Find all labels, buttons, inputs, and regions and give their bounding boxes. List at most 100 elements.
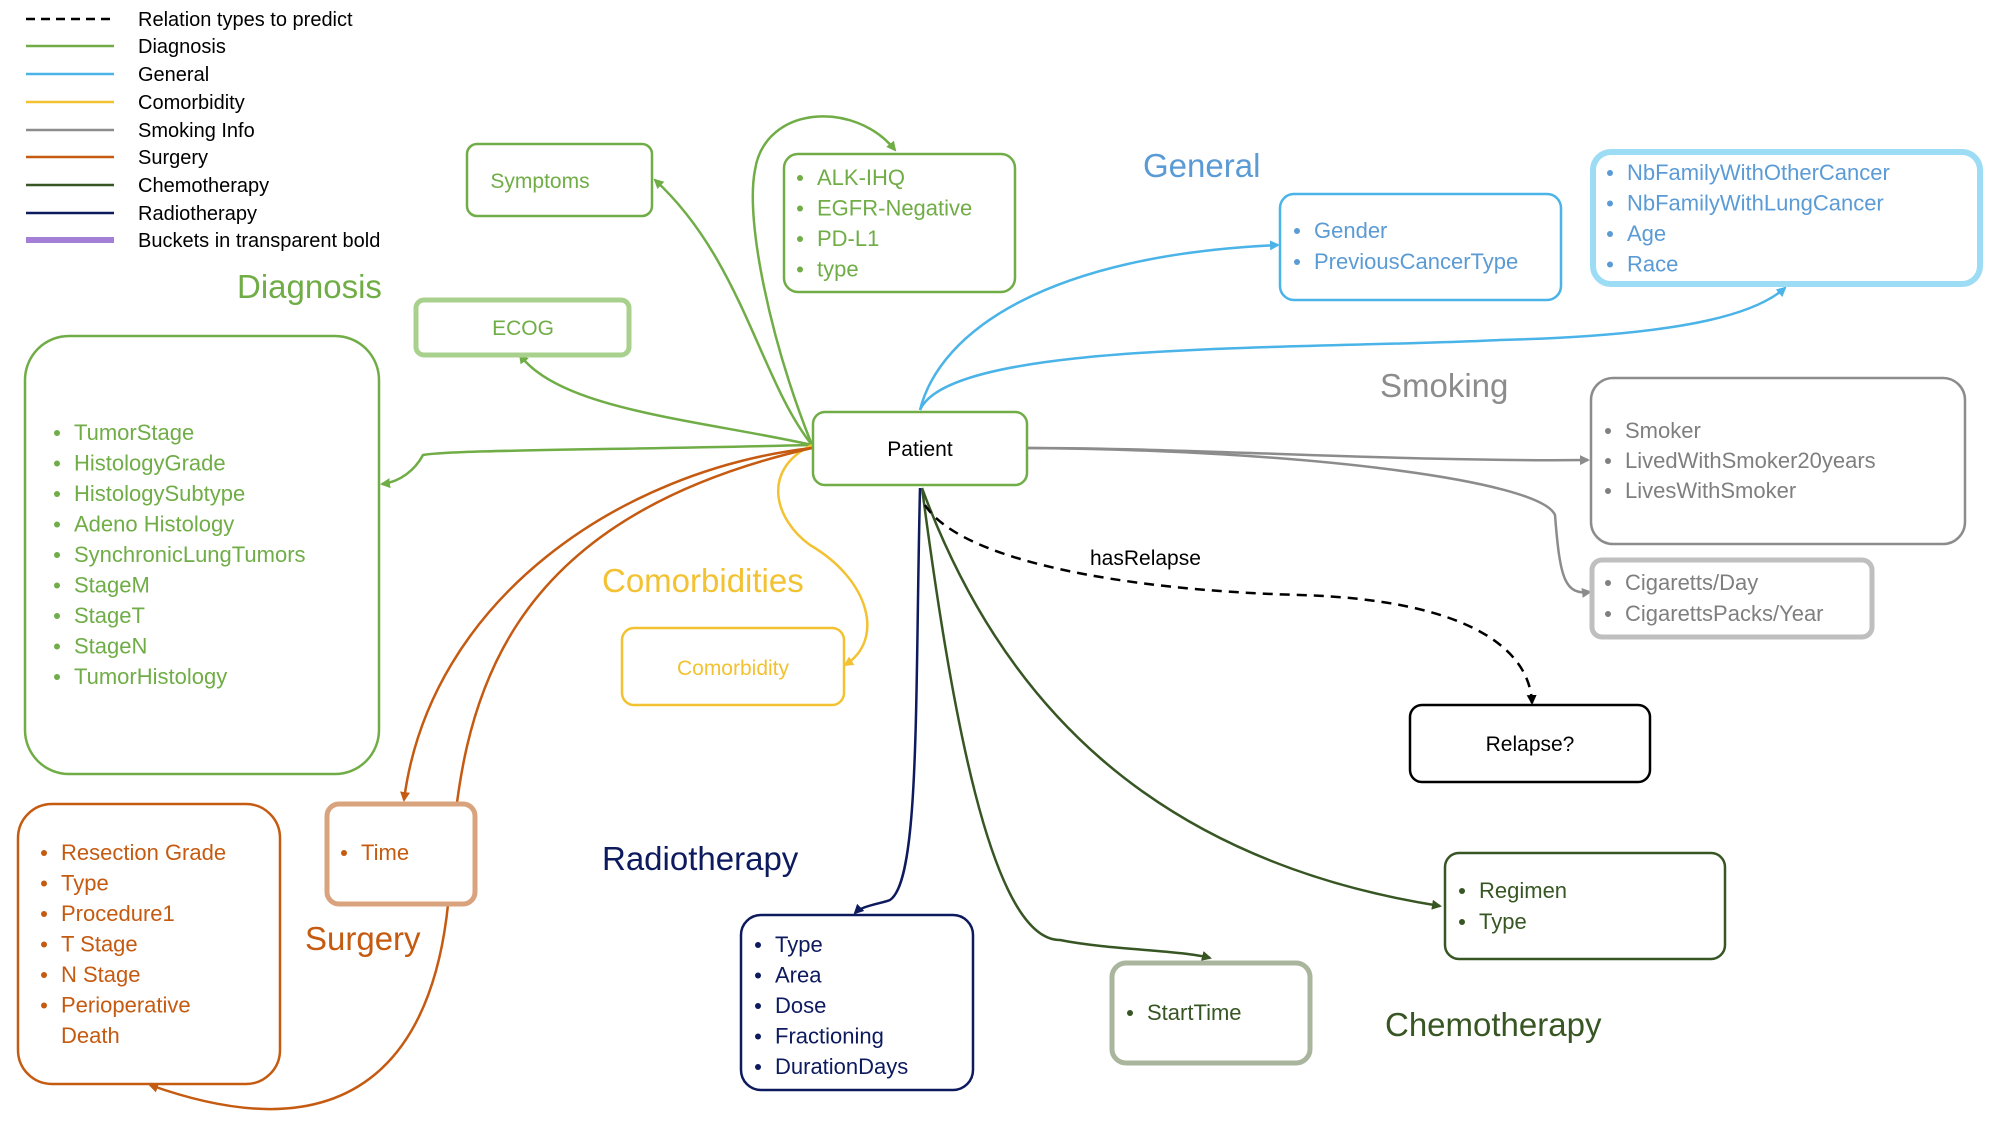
edge-patient-general-family (918, 286, 1787, 411)
bullet-icon (341, 850, 347, 856)
list-item: N Stage (61, 962, 141, 987)
bullet-icon (41, 850, 47, 856)
list-item: Gender (1314, 218, 1387, 243)
list-item: Perioperative (61, 993, 191, 1018)
edge-patient-surgery-time (400, 446, 813, 802)
list-item: Cigaretts/Day (1625, 570, 1758, 595)
list-item: CigarettsPacks/Year (1625, 601, 1824, 626)
group-title-chemotherapy: Chemotherapy (1385, 1006, 1602, 1043)
general-family-node[interactable]: NbFamilyWithOtherCancerNbFamilyWithLungC… (1590, 149, 1983, 287)
bullet-icon (54, 491, 60, 497)
list-item: Resection Grade (61, 840, 226, 865)
list-item: Smoker (1625, 418, 1701, 443)
list-item: StageT (74, 603, 145, 628)
bullet-icon (1127, 1010, 1133, 1016)
bullet-icon (797, 205, 803, 212)
list-item: Age (1627, 221, 1666, 246)
legend-item: Smoking Info (26, 120, 255, 142)
group-title-smoking: Smoking (1380, 367, 1508, 404)
list-item: Race (1627, 252, 1678, 277)
bullet-icon (41, 972, 47, 978)
list-item: StartTime (1147, 1000, 1242, 1025)
list-item: Adeno Histology (74, 512, 234, 537)
edge-patient-general-basic (918, 240, 1280, 411)
symptoms-label: Symptoms (490, 170, 589, 193)
list-item: EGFR-Negative (817, 196, 972, 221)
chemo-time-node[interactable]: StartTime (1109, 960, 1313, 1066)
list-item: Regimen (1479, 878, 1567, 903)
legend-label: Diagnosis (138, 36, 226, 58)
edge-patient-smoking-amount (1027, 446, 1592, 598)
relation-label: hasRelapse (1090, 547, 1201, 570)
bullet-icon (797, 175, 803, 181)
bullet-icon (54, 643, 60, 650)
patient-label: Patient (887, 438, 953, 461)
edges (148, 115, 1787, 1111)
group-title-general: General (1143, 147, 1260, 184)
bullet-icon (1605, 611, 1611, 617)
list-item: TumorStage (74, 420, 194, 445)
symptoms-node[interactable]: Symptoms (465, 142, 654, 218)
bullet-icon (797, 236, 803, 242)
list-item: NbFamilyWithLungCancer (1627, 191, 1884, 216)
legend-label: Surgery (138, 147, 208, 169)
list-item: DurationDays (775, 1054, 908, 1079)
bullet-icon (41, 911, 47, 917)
list-item: NbFamilyWithOtherCancer (1627, 160, 1890, 185)
group-title-surgery: Surgery (305, 920, 421, 957)
list-item: Death (61, 1023, 120, 1048)
bullet-icon (1459, 888, 1465, 894)
legend-label: Chemotherapy (138, 175, 269, 197)
legend-item: General (26, 64, 209, 86)
edge-has-relapse (923, 504, 1537, 705)
bullet-icon (54, 613, 60, 619)
legend-item: Chemotherapy (26, 175, 269, 197)
list-item: T Stage (61, 932, 138, 957)
edge-patient-radiotherapy (853, 487, 922, 915)
bullet-icon (1294, 228, 1300, 234)
relapse-label: Relapse? (1486, 733, 1575, 756)
surgery-time-node[interactable]: Time (324, 801, 478, 907)
diagnosis-details-node[interactable]: TumorStageHistologyGradeHistologySubtype… (23, 334, 381, 776)
bullet-icon (54, 552, 60, 558)
list-item: LivedWithSmoker20years (1625, 448, 1876, 473)
bullet-icon (1459, 919, 1465, 925)
bullet-icon (1607, 200, 1613, 207)
ecog-node[interactable]: ECOG (413, 297, 632, 358)
comorbidity-label: Comorbidity (677, 657, 790, 680)
list-item: Dose (775, 993, 826, 1018)
edge-patient-diagnosis (380, 443, 813, 489)
list-item: LivesWithSmoker (1625, 478, 1796, 503)
legend-label: Radiotherapy (138, 203, 257, 225)
legend-label: Comorbidity (138, 92, 245, 114)
legend-label: Buckets in transparent bold (138, 230, 380, 252)
bullet-icon (41, 941, 47, 948)
bullet-icon (755, 942, 761, 948)
legend: Relation types to predict Diagnosis Gene… (26, 9, 380, 252)
group-title-radiotherapy: Radiotherapy (602, 840, 799, 877)
bullet-icon (1605, 428, 1611, 434)
bullet-icon (755, 1003, 761, 1009)
bullet-icon (54, 521, 60, 528)
smoking-basic-node[interactable]: SmokerLivedWithSmoker20yearsLivesWithSmo… (1589, 376, 1967, 546)
bullet-icon (54, 430, 60, 436)
edge-patient-chemo-details (920, 487, 1442, 910)
edge-patient-ecog (518, 353, 813, 447)
list-item: TumorHistology (74, 664, 227, 689)
group-title-diagnosis: Diagnosis (237, 268, 382, 305)
edge-patient-comorbidity (776, 443, 869, 667)
patient-node[interactable]: Patient (811, 410, 1029, 487)
list-item: Time (361, 840, 409, 865)
list-item: Type (775, 932, 823, 957)
list-item: ALK-IHQ (817, 165, 905, 190)
bullet-icon (1607, 170, 1613, 176)
relapse-node[interactable]: Relapse? (1408, 703, 1652, 784)
list-item: Area (775, 963, 822, 988)
comorbidity-node[interactable]: Comorbidity (620, 626, 846, 707)
